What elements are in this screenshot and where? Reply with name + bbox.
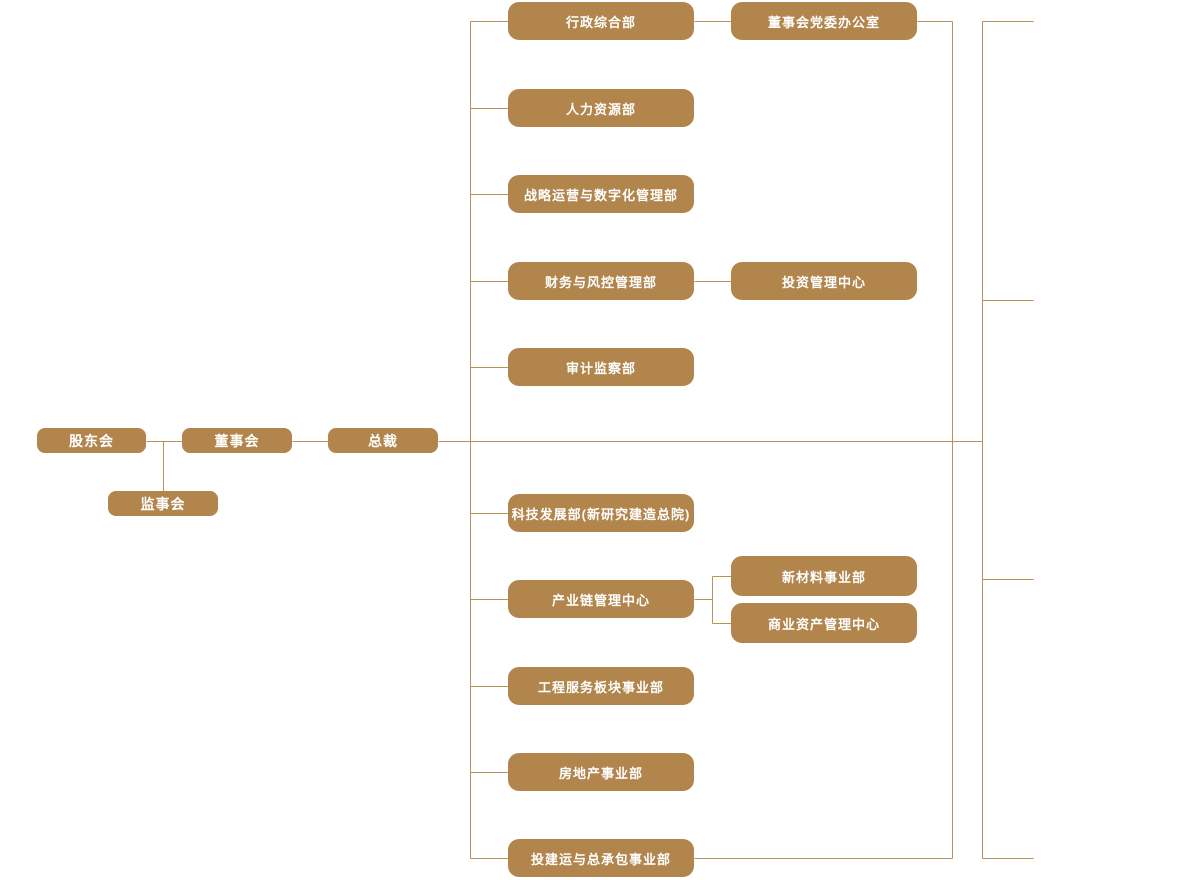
node-finance-risk-mgmt-dept: 财务与风控管理部 — [508, 262, 694, 300]
node-strategy-digital-mgmt-dept: 战略运营与数字化管理部 — [508, 175, 694, 213]
node-industry-chain-mgmt-center: 产业链管理中心 — [508, 580, 694, 618]
node-shareholders-meeting: 股东会 — [37, 428, 146, 453]
node-engineering-services-division: 工程服务板块事业部 — [508, 667, 694, 705]
node-investment-mgmt-center: 投资管理中心 — [731, 262, 917, 300]
node-real-estate-division: 房地产事业部 — [508, 753, 694, 791]
node-board-party-committee-office: 董事会党委办公室 — [731, 2, 917, 40]
node-president: 总裁 — [328, 428, 438, 453]
node-tech-development-dept: 科技发展部(新研究建造总院) — [508, 494, 694, 532]
node-invest-build-op-contract-division: 投建运与总承包事业部 — [508, 839, 694, 877]
node-commercial-asset-mgmt-center: 商业资产管理中心 — [731, 603, 917, 643]
node-audit-supervision-dept: 审计监察部 — [508, 348, 694, 386]
node-hr-dept: 人力资源部 — [508, 89, 694, 127]
node-board-of-directors: 董事会 — [182, 428, 292, 453]
node-supervisory-board: 监事会 — [108, 491, 218, 516]
node-admin-general-dept: 行政综合部 — [508, 2, 694, 40]
node-new-materials-division: 新材料事业部 — [731, 556, 917, 596]
